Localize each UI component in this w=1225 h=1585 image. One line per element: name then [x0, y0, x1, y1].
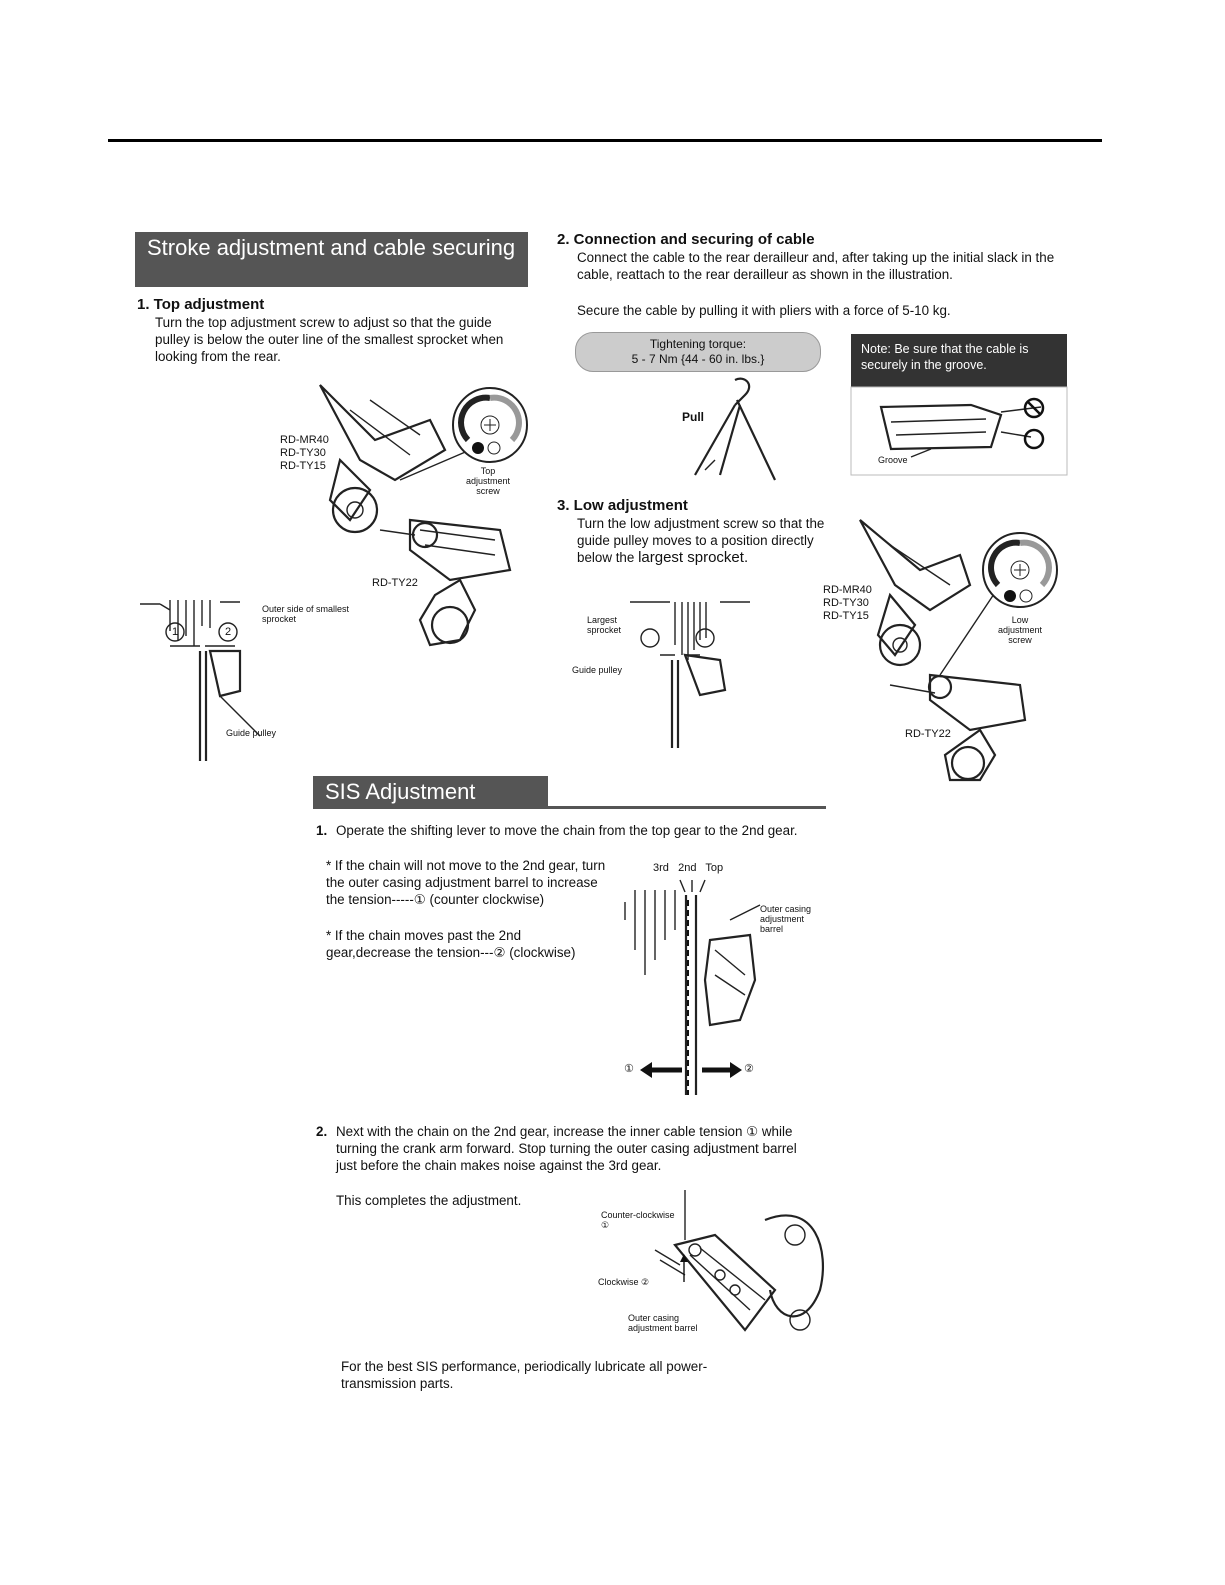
low-screw-label: Low adjustment screw [997, 615, 1043, 645]
outer-side-label: Outer side of smallest sprocket [262, 604, 350, 624]
top-screw-label: Top adjustment screw [465, 466, 511, 496]
sis-step1-number: 1. [316, 823, 328, 838]
sis-step2-number: 2. [316, 1124, 328, 1139]
section-header-stroke: Stroke adjustment and cable securing [135, 232, 528, 287]
top-adjustment-text: Turn the top adjustment screw to adjust … [155, 315, 504, 364]
top-rule [108, 139, 1102, 142]
groove-note: Note: Be sure that the cable is securely… [851, 334, 1067, 387]
sis-step1-text: Operate the shifting lever to move the c… [336, 823, 798, 838]
pull-label: Pull [682, 410, 705, 424]
sis-step2-end: This completes the adjustment. [336, 1193, 522, 1208]
gear-3rd: 3rd [653, 862, 669, 874]
low-screw-inset [982, 532, 1058, 608]
sis-gear-diagram [624, 879, 761, 1095]
sis-bullet2: * If the chain moves past the 2nd gear,d… [326, 928, 576, 960]
cable-text-1: Connect the cable to the rear derailleur… [577, 250, 1055, 282]
top-model-b: RD-TY22 [372, 577, 418, 589]
pliers-illustration [694, 377, 776, 481]
gear-2nd: 2nd [678, 862, 697, 874]
gear-top: Top [705, 862, 724, 874]
low-adjustment-heading: 3. Low adjustment [557, 497, 688, 514]
top-derailleur-illustration [319, 384, 512, 647]
low-models-list: RD-MR40 RD-TY30 RD-TY15 [823, 584, 872, 623]
sis-barrel-illustration [654, 1190, 824, 1332]
low-text-b: largest sprocket. [638, 549, 749, 566]
model-label: RD-TY15 [280, 460, 326, 472]
ccw-label: Counter-clockwise ① [601, 1210, 675, 1230]
top-adjustment-heading: 1. Top adjustment [137, 296, 265, 313]
section-header-sis: SIS Adjustment [313, 776, 548, 809]
groove-label: Groove [878, 455, 908, 465]
top-sprocket-diagram [140, 600, 261, 761]
torque-pill: Tightening torque: 5 - 7 Nm {44 - 60 in.… [575, 332, 821, 372]
sis-bullet1: * If the chain will not move to the 2nd … [326, 858, 606, 907]
sis-step2-text: Next with the chain on the 2nd gear, inc… [336, 1124, 797, 1173]
barrel-label: Outer casing adjustment barrel [760, 904, 812, 934]
low-model-b: RD-TY22 [905, 728, 951, 740]
torque-value: 5 - 7 Nm {44 - 60 in. lbs.} [631, 352, 765, 366]
cw-label: Clockwise ② [598, 1277, 650, 1287]
low-adjustment-text: Turn the low adjustment screw so that th… [577, 515, 847, 566]
arrow-label-2: ② [744, 1063, 754, 1075]
top-mark-1: 1 [172, 626, 179, 638]
model-label: RD-MR40 [823, 584, 872, 596]
cable-heading: 2. Connection and securing of cable [557, 231, 815, 248]
cable-text-2: Secure the cable by pulling it with plie… [577, 303, 951, 318]
sis-header-rule [548, 806, 826, 809]
model-label: RD-TY15 [823, 610, 869, 622]
sis-footer-note: For the best SIS performance, periodical… [341, 1359, 708, 1391]
arrow-label-1: ① [624, 1063, 634, 1075]
gear-labels: 3rd 2nd Top [653, 862, 723, 875]
model-label: RD-TY30 [823, 597, 869, 609]
model-label: RD-MR40 [280, 434, 329, 446]
torque-label: Tightening torque: [649, 337, 747, 351]
barrel-label-2: Outer casing adjustment barrel [628, 1313, 698, 1333]
top-models-list: RD-MR40 RD-TY30 RD-TY15 [280, 434, 329, 473]
low-sprocket-diagram [630, 601, 750, 748]
top-screw-inset [452, 387, 528, 463]
model-label: RD-TY30 [280, 447, 326, 459]
low-derailleur-illustration [859, 519, 1027, 782]
groove-illustration [850, 386, 1068, 476]
guide-pulley-label: Guide pulley [226, 728, 277, 738]
top-mark-2: 2 [225, 626, 232, 638]
largest-sprocket-label: Largest sprocket [587, 615, 622, 635]
low-text-a: Turn the low adjustment screw so that th… [577, 516, 825, 565]
low-guide-pulley-label: Guide pulley [572, 665, 623, 675]
